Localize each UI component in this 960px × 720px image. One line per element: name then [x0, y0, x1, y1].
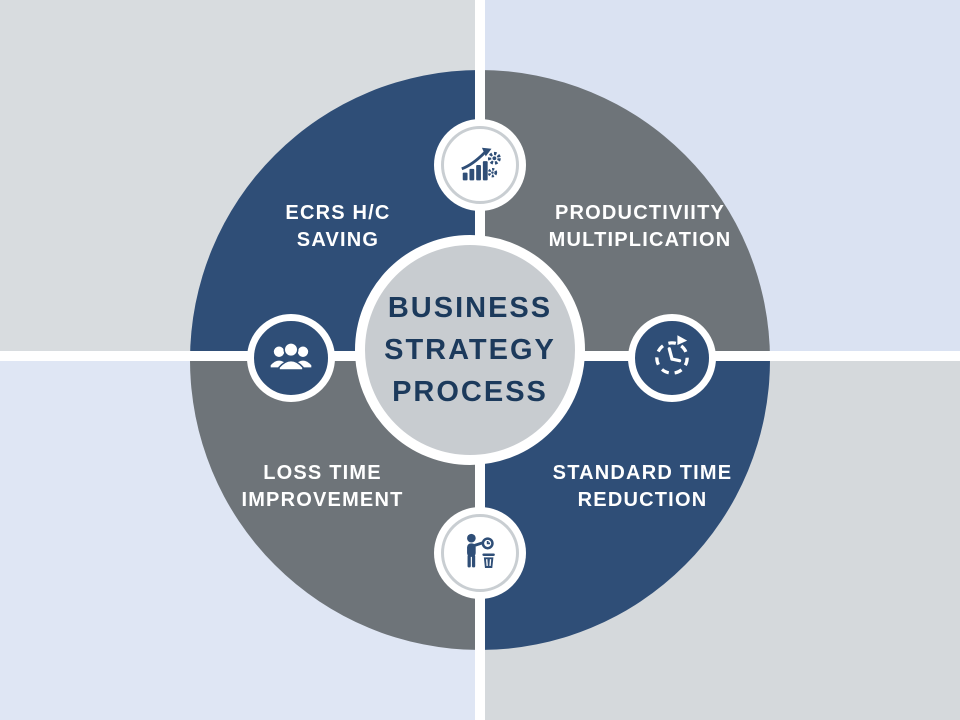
- title-line: STRATEGY: [384, 334, 556, 366]
- label-line: SAVING: [296, 229, 380, 251]
- label-productivity-multiplication: PRODUCTIVIITY MULTIPLICATION: [515, 200, 765, 254]
- clock-icon: [655, 335, 689, 375]
- label-line: STANDARD TIME: [552, 462, 733, 484]
- label-standard-time-reduction: STANDARD TIME REDUCTION: [525, 460, 760, 514]
- team-node: [247, 314, 335, 402]
- label-line: LOSS TIME: [263, 462, 382, 484]
- label-line: IMPROVEMENT: [241, 489, 404, 511]
- growth-chart-node: [434, 119, 526, 211]
- growth-chart-icon: [441, 126, 519, 204]
- clock-node: [628, 314, 716, 402]
- team-icon: [270, 342, 312, 371]
- waste-time-node: [434, 507, 526, 599]
- waste-time-icon: [441, 514, 519, 592]
- label-line: MULTIPLICATION: [548, 229, 732, 251]
- label-line: PRODUCTIVIITY: [554, 202, 726, 224]
- label-line: REDUCTION: [577, 489, 708, 511]
- label-line: ECRS H/C: [285, 202, 391, 224]
- label-ecrs-hc-saving: ECRS H/C SAVING: [228, 200, 448, 254]
- title-line: PROCESS: [392, 376, 548, 408]
- center-title-circle: BUSINESS STRATEGY PROCESS: [355, 235, 585, 465]
- label-loss-time-improvement: LOSS TIME IMPROVEMENT: [205, 460, 440, 514]
- title-line: BUSINESS: [387, 292, 553, 324]
